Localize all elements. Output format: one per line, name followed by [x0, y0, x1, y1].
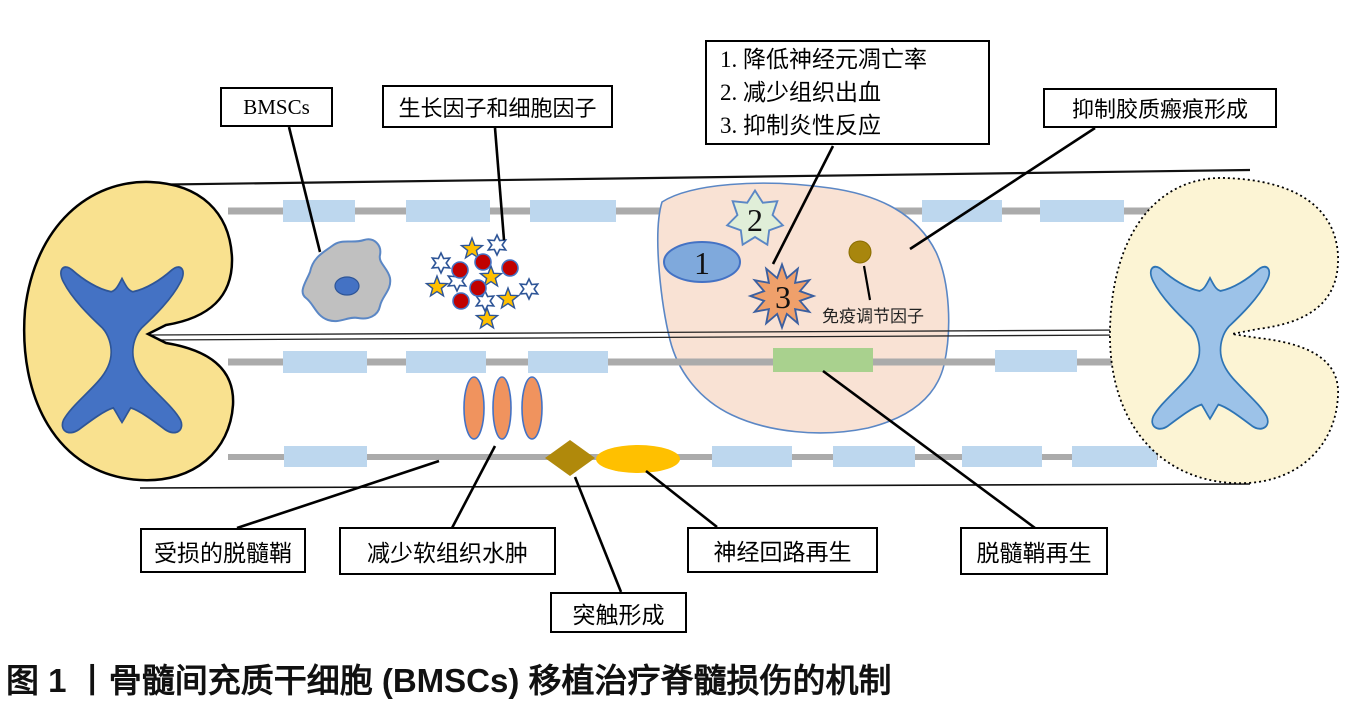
- hemorrhage-star-2: [725, 188, 785, 247]
- immune-factor-dot: [848, 240, 872, 264]
- bmscs-label: BMSCs: [220, 87, 333, 127]
- effect-item-1: 1. 降低神经元凋亡率: [720, 47, 927, 72]
- edema-label: 减少软组织水肿: [339, 527, 556, 575]
- leader-effects: [771, 145, 835, 265]
- factor-dot-icon: [501, 259, 519, 277]
- myelin-segment: [283, 200, 355, 222]
- factor-star-icon: [425, 275, 449, 297]
- edema-ellipse: [492, 376, 512, 440]
- factor-dot-icon: [474, 253, 492, 271]
- myelin-segment: [922, 200, 1002, 222]
- edema-ellipse: [463, 376, 485, 440]
- spinal-cord-diagram: 1 2 3: [22, 126, 1339, 593]
- myelin-segment: [283, 351, 367, 373]
- synapse-diamond: [545, 440, 595, 476]
- myelin-segment: [712, 446, 792, 467]
- leader-edema: [450, 445, 497, 529]
- neuron-ellipse-1: [663, 241, 741, 283]
- myelin-segments-middle: [283, 350, 1077, 373]
- myelin-segment: [406, 351, 486, 373]
- cytokine-star-icon: [431, 252, 451, 274]
- myelin-segment: [528, 351, 608, 373]
- marker-3-label: 3: [775, 279, 791, 315]
- myelin-segment: [995, 350, 1077, 372]
- immune-factor-label: 免疫调节因子: [822, 307, 924, 326]
- factor-dot-icon: [469, 279, 487, 297]
- leader-synapse: [573, 476, 623, 593]
- callout-lines: [236, 126, 1096, 593]
- factor-dot-icon: [451, 261, 469, 279]
- synapse-label: 突触形成: [550, 592, 687, 633]
- factor-dots-red: [451, 253, 519, 310]
- factor-dot-icon: [452, 292, 470, 310]
- marker-numbers: 1 2 3: [694, 202, 791, 315]
- edema-ellipses: [463, 376, 543, 440]
- cord-tube-outline: [129, 168, 1251, 489]
- growth-factors-label: 生长因子和细胞因子: [382, 85, 613, 128]
- myelin-segment: [530, 200, 616, 222]
- leader-growth-factors: [493, 127, 506, 241]
- leader-neural-circuit: [645, 469, 718, 529]
- myelin-segment: [962, 446, 1042, 467]
- myelin-segment: [284, 446, 367, 467]
- damaged-myelin-label: 受损的脱髓鞘: [140, 528, 306, 573]
- leader-immune-factor: [862, 265, 872, 301]
- marker-1-label: 1: [694, 245, 710, 281]
- effect-item-2: 2. 减少组织出血: [720, 80, 881, 105]
- cytokine-star-icon: [519, 278, 539, 300]
- factor-star-icon: [496, 287, 520, 309]
- glial-scar-label: 抑制胶质瘢痕形成: [1043, 88, 1277, 128]
- edema-ellipse: [521, 376, 543, 440]
- effects-list-box: 1. 降低神经元凋亡率 2. 减少组织出血 3. 抑制炎性反应: [705, 40, 990, 145]
- neural-circuit-label: 神经回路再生: [687, 527, 878, 573]
- myelin-segments-top: [283, 200, 1124, 222]
- remyelination-segment: [773, 348, 873, 372]
- leader-glial-scar: [909, 126, 1096, 251]
- myelin-segment: [406, 200, 490, 222]
- myelin-segment: [1040, 200, 1124, 222]
- factor-star-icon: [475, 307, 499, 329]
- central-canal-line: [149, 329, 1129, 341]
- leader-bmscs: [287, 126, 322, 253]
- leader-damaged-myelin: [236, 459, 440, 530]
- bmsc-nucleus: [334, 276, 360, 296]
- myelin-segment: [1072, 446, 1157, 467]
- figure-caption: 图 1 丨骨髓间充质干细胞 (BMSCs) 移植治疗脊髓损伤的机制: [6, 662, 892, 699]
- new-myelin-ellipse: [596, 445, 680, 473]
- myelin-segments-bottom: [284, 446, 1157, 467]
- remyelination-label: 脱髓鞘再生: [960, 527, 1108, 575]
- myelin-segment: [833, 446, 915, 467]
- leader-remyelination: [822, 369, 1036, 530]
- inflammation-burst-3: [747, 261, 817, 331]
- effect-item-3: 3. 抑制炎性反应: [720, 113, 881, 138]
- marker-2-label: 2: [747, 202, 763, 238]
